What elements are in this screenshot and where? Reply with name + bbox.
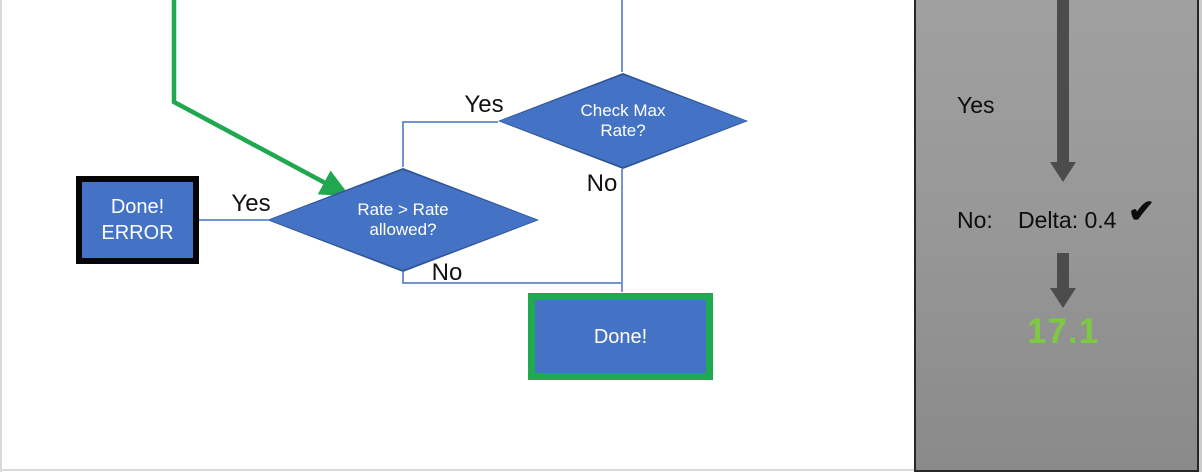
down-arrow-icon: [1057, 253, 1069, 289]
panel-no-label: No:: [957, 207, 993, 233]
panel-yes-label: Yes: [957, 92, 995, 118]
terminal-done-error-line2: ERROR: [101, 222, 174, 244]
checkmark-icon: ✔: [1128, 193, 1155, 229]
branch-label-checkmax-no: No: [586, 170, 618, 197]
decision-rate-allowed-label-line2: allowed?: [369, 220, 437, 239]
decision-check-max-rate-label-line1: Check Max: [580, 101, 666, 120]
terminal-done-label: Done!: [593, 325, 648, 348]
branch-label-rate-no: No: [431, 259, 463, 286]
terminal-done-error-line1: Done!: [110, 196, 165, 218]
branch-label-checkmax-yes: Yes: [464, 91, 504, 118]
canvas-right-edge: [1199, 0, 1202, 472]
green-flow-arrow: [171, 0, 350, 197]
decision-check-max-rate-label-line2: Rate?: [600, 121, 646, 140]
terminal-done-box: Done!: [528, 293, 713, 380]
side-panel: Yes No: Delta: 0.4 ✔ 17.1: [914, 0, 1199, 472]
down-arrow-icon: [1057, 0, 1069, 163]
slide-edge-bottom: [0, 469, 1202, 471]
terminal-done-error-box: Done! ERROR: [76, 176, 199, 264]
decision-rate-allowed-label-line1: Rate > Rate: [357, 200, 449, 219]
connector-checkmax-yes-to-rate: [402, 121, 498, 167]
panel-result-value: 17.1: [1026, 312, 1100, 351]
down-arrow-head-icon: [1050, 288, 1076, 308]
connector-rate-no-to-done: [402, 272, 621, 284]
panel-delta-value: Delta: 0.4: [1018, 207, 1117, 233]
down-arrow-head-icon: [1050, 162, 1076, 182]
slide-edge-left: [0, 0, 2, 472]
branch-label-rate-yes: Yes: [231, 190, 271, 217]
